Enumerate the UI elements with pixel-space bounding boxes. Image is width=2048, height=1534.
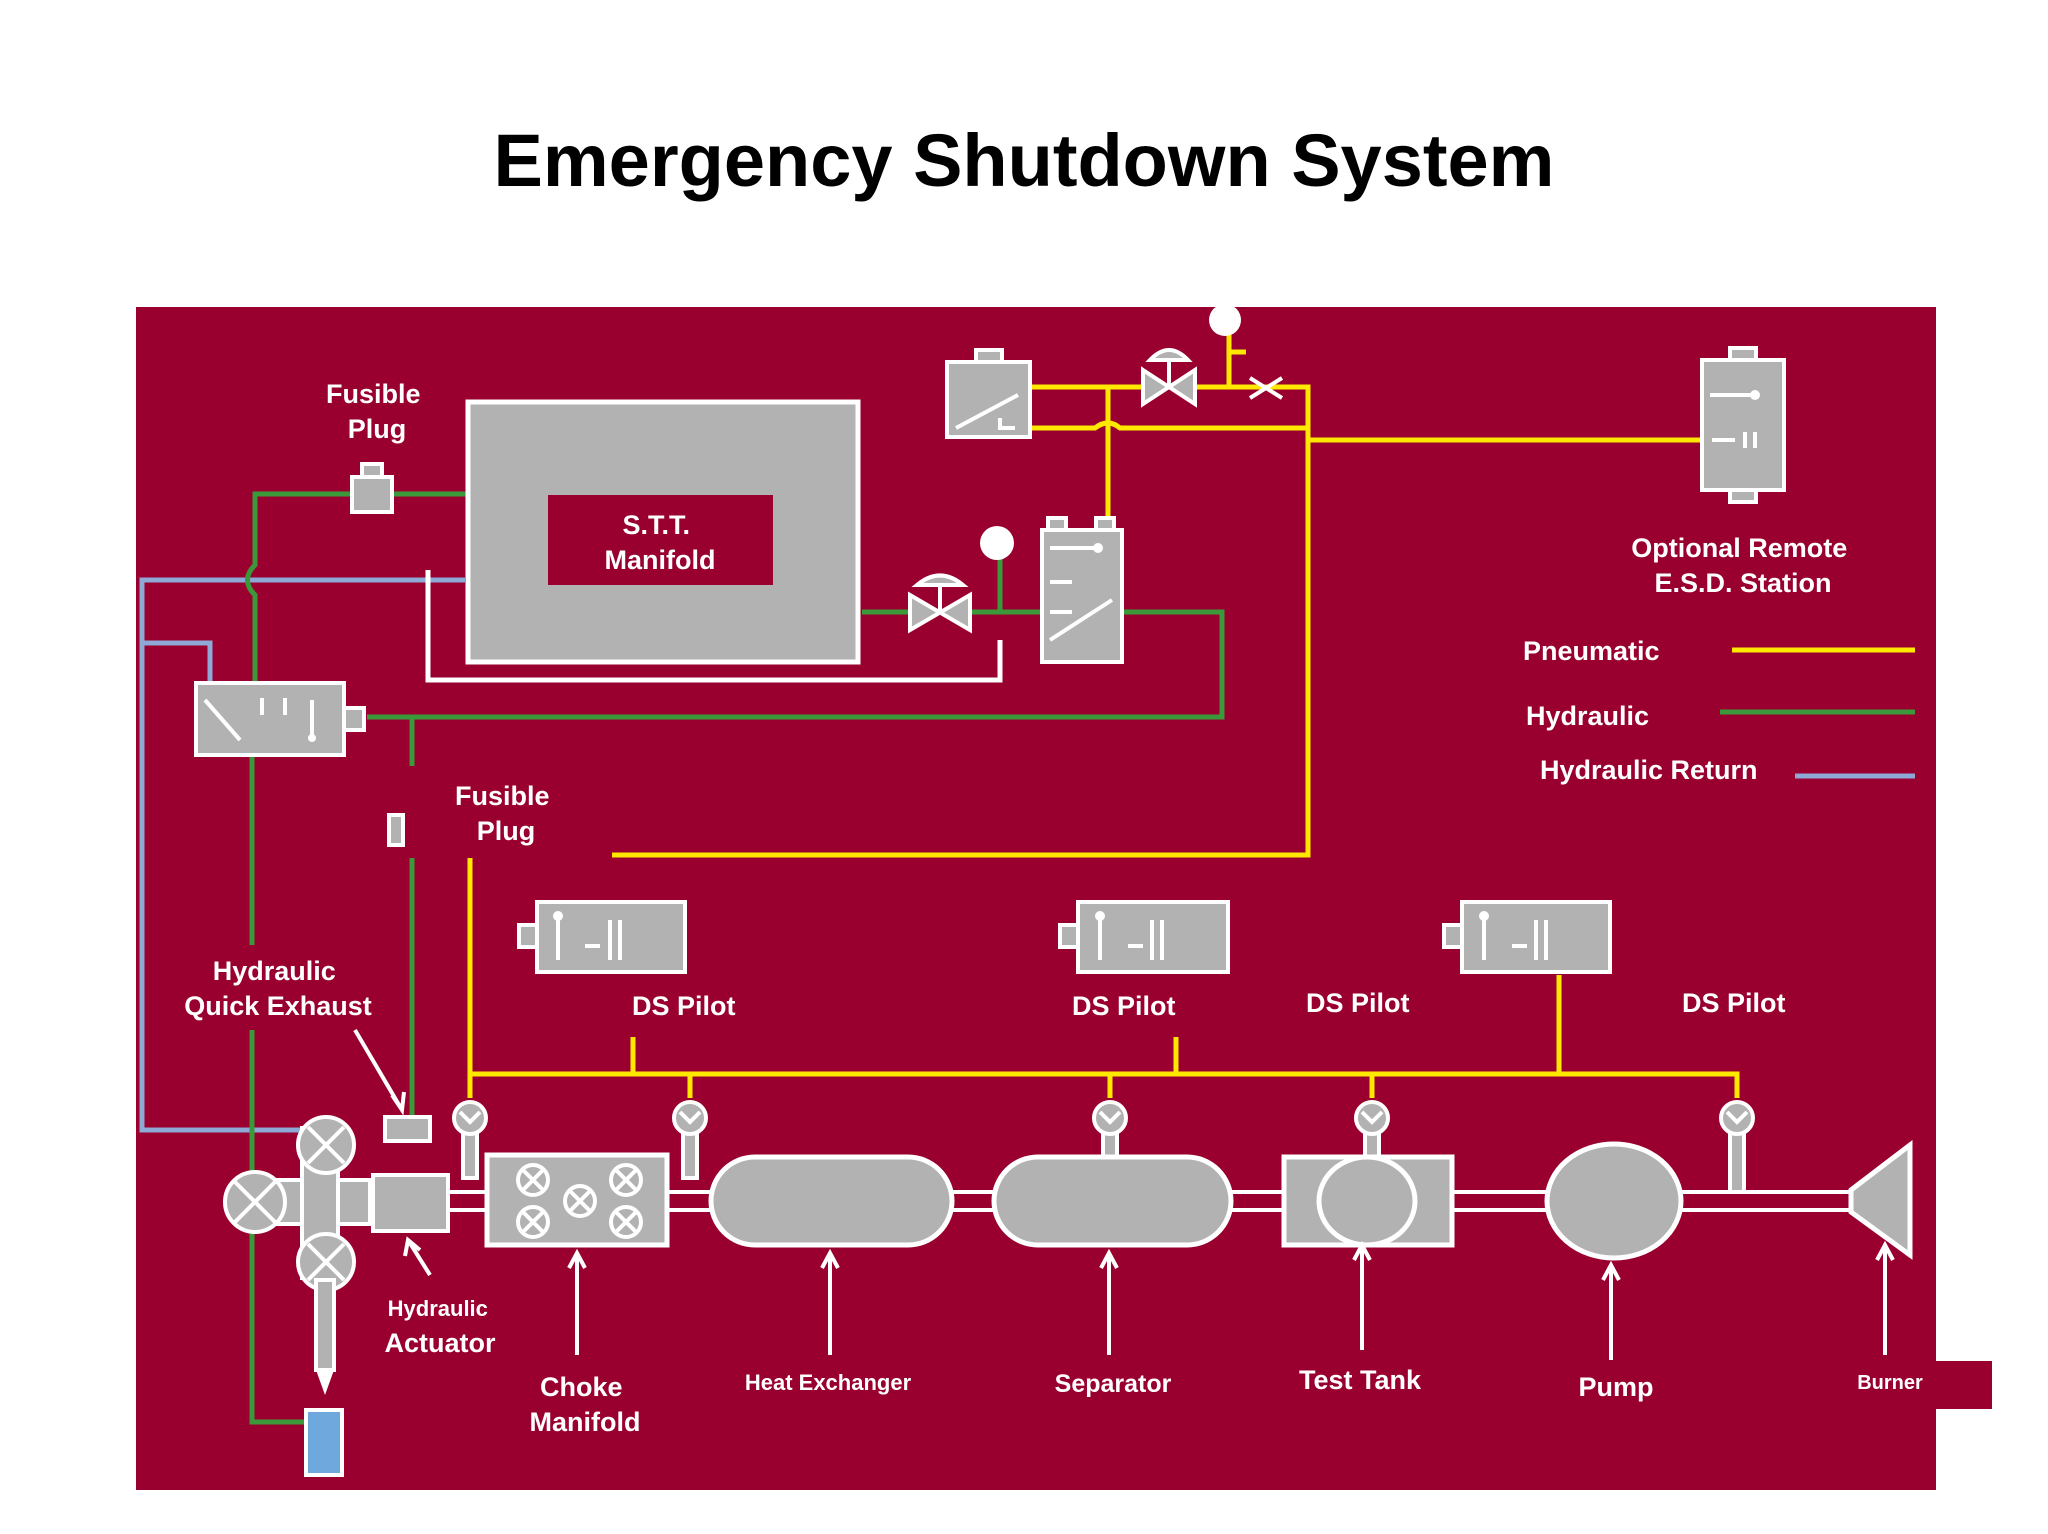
mid-pilot-box bbox=[1040, 516, 1124, 664]
ds-pilot-box-2 bbox=[1058, 900, 1230, 974]
burner bbox=[1848, 1139, 1913, 1260]
legend-hydraulic-return-label: Hydraulic Return bbox=[1540, 755, 1758, 785]
burner-tab bbox=[1850, 1361, 1992, 1409]
separator-label: Separator bbox=[1055, 1370, 1172, 1398]
mid-gate-valve bbox=[908, 526, 1014, 634]
choke-manifold-label: Choke Manifold bbox=[530, 1372, 641, 1437]
diagram-panel bbox=[136, 307, 1936, 1490]
quick-exhaust-valve bbox=[383, 1115, 432, 1143]
pointer-arrows bbox=[567, 1240, 1895, 1360]
pneumatic-lines bbox=[467, 333, 1740, 1098]
fusible-plug-mid-label: Fusible Plug bbox=[455, 781, 557, 846]
ds-pilot-1-label: DS Pilot bbox=[632, 991, 736, 1021]
fusible-plug-top-label: Fusible Plug bbox=[326, 379, 428, 444]
burner-label: Burner bbox=[1857, 1372, 1923, 1394]
fusible-plug-mid: Fusible Plug bbox=[387, 781, 557, 847]
wellhead-assembly bbox=[223, 1115, 372, 1477]
gauge-1 bbox=[452, 1100, 488, 1180]
left-relay-box bbox=[194, 681, 366, 757]
legend-hydraulic-label: Hydraulic bbox=[1526, 701, 1649, 731]
hydraulic-actuator-label: Hydraulic Actuator bbox=[384, 1296, 495, 1358]
hydraulic-quick-exhaust-label: Hydraulic Quick Exhaust bbox=[184, 956, 372, 1021]
stt-manifold-label: S.T.T. Manifold bbox=[605, 510, 716, 575]
ds-pilot-box-3 bbox=[1442, 900, 1612, 974]
stt-manifold: S.T.T. Manifold bbox=[425, 399, 1003, 683]
ds-pilot-4-label: DS Pilot bbox=[1682, 988, 1786, 1018]
legend: Pneumatic Hydraulic Hydraulic Return bbox=[1523, 636, 1915, 785]
ds-pilot-box-1 bbox=[517, 900, 687, 974]
pump-label: Pump bbox=[1578, 1372, 1653, 1402]
hydraulic-return-lines bbox=[139, 577, 465, 1133]
test-tank-label: Test Tank bbox=[1299, 1365, 1422, 1395]
top-gate-valve bbox=[1141, 304, 1284, 408]
heat-exchanger-label: Heat Exchanger bbox=[745, 1370, 912, 1395]
optional-remote-label: Optional Remote E.S.D. Station bbox=[1631, 533, 1855, 598]
page-title: Emergency Shutdown System bbox=[493, 119, 1555, 202]
sensor-gauges bbox=[452, 1100, 1755, 1194]
pump bbox=[1544, 1141, 1684, 1261]
remote-esd-station: Optional Remote E.S.D. Station bbox=[1631, 346, 1855, 598]
ds-pilot-2-label: DS Pilot bbox=[1072, 991, 1176, 1021]
hydraulic-actuator bbox=[371, 1173, 450, 1233]
gauge-2 bbox=[672, 1100, 708, 1180]
ds-pilot-3-label: DS Pilot bbox=[1306, 988, 1410, 1018]
separator bbox=[991, 1154, 1234, 1248]
gauge-5 bbox=[1719, 1100, 1755, 1194]
top-pilot-box bbox=[945, 348, 1032, 439]
test-tank bbox=[1281, 1154, 1455, 1248]
fusible-plug-top: Fusible Plug bbox=[326, 379, 428, 514]
legend-pneumatic-label: Pneumatic bbox=[1523, 636, 1660, 666]
heat-exchanger bbox=[708, 1154, 955, 1248]
choke-manifold bbox=[484, 1152, 670, 1248]
